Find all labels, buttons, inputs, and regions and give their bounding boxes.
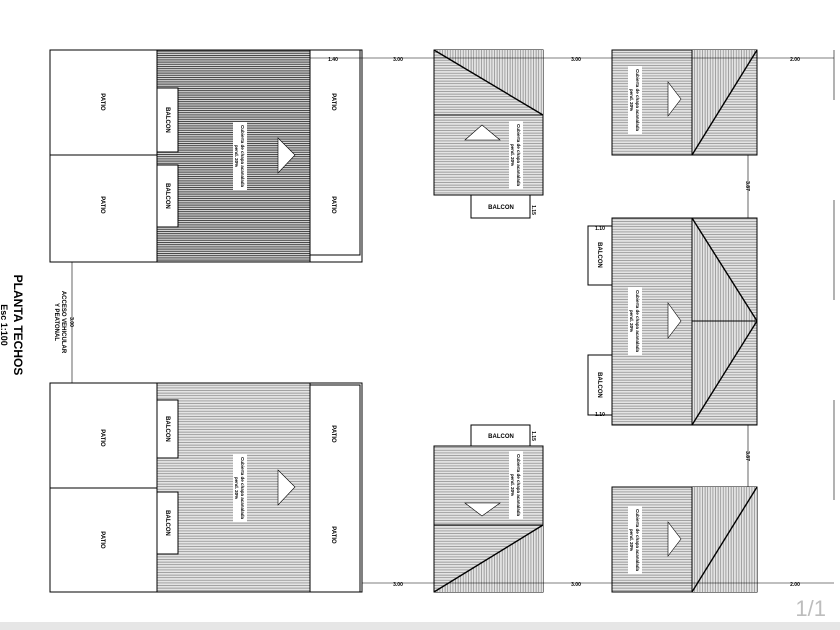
house-middle-top [433, 49, 544, 219]
svg-text:Cubierta de chapa acanalada: Cubierta de chapa acanalada [516, 124, 521, 187]
svg-text:pend. 20%: pend. 20% [234, 145, 239, 167]
svg-text:Cubierta de chapa acanalada: Cubierta de chapa acanalada [516, 454, 521, 517]
dimension-lines [71, 50, 835, 584]
svg-text:Cubierta de chapa acanalada: Cubierta de chapa acanalada [240, 457, 245, 520]
svg-text:Y PEATONAL: Y PEATONAL [53, 303, 59, 341]
svg-text:BALCON: BALCON [164, 416, 170, 442]
svg-text:pend. 20%: pend. 20% [629, 529, 634, 551]
svg-text:3.00: 3.00 [393, 582, 403, 588]
svg-text:PATIO: PATIO [99, 429, 105, 447]
svg-text:3.00: 3.00 [68, 317, 74, 327]
svg-text:pend. 20%: pend. 20% [629, 310, 634, 332]
svg-text:pend. 20%: pend. 20% [234, 477, 239, 499]
svg-text:Esc 1:100: Esc 1:100 [0, 304, 9, 346]
svg-text:3.00: 3.00 [571, 57, 581, 63]
svg-text:PATIO: PATIO [330, 196, 336, 214]
svg-text:PATIO: PATIO [99, 93, 105, 111]
access-label: 3.00 ACCESO VEHICULAR Y PEATONAL [53, 291, 74, 354]
svg-text:BALCON: BALCON [164, 107, 170, 133]
svg-text:Cubierta de chapa acanalada: Cubierta de chapa acanalada [635, 509, 640, 572]
svg-text:3.87: 3.87 [744, 451, 750, 461]
svg-text:ACCESO VEHICULAR: ACCESO VEHICULAR [60, 291, 66, 354]
house-right-middle [587, 217, 758, 426]
drawing-title: PLANTA TECHOS Esc 1:100 [0, 275, 25, 376]
svg-text:Cubierta de chapa acanalada: Cubierta de chapa acanalada [635, 290, 640, 353]
house-middle-bottom [433, 424, 544, 593]
svg-text:3.00: 3.00 [393, 57, 403, 63]
svg-text:PATIO: PATIO [330, 425, 336, 443]
svg-text:BALCON: BALCON [596, 242, 602, 268]
dimension-labels: 1.40 3.00 3.00 2.00 3.00 3.00 2.00 3.87 … [328, 57, 800, 588]
svg-text:pend. 20%: pend. 20% [510, 474, 515, 496]
svg-text:BALCON: BALCON [488, 434, 514, 440]
svg-text:BALCON: BALCON [596, 372, 602, 398]
svg-text:PATIO: PATIO [330, 93, 336, 111]
svg-text:BALCON: BALCON [164, 183, 170, 209]
house-bottom-left [49, 382, 363, 593]
svg-text:Cubierta de chapa acanalada: Cubierta de chapa acanalada [635, 69, 640, 132]
svg-text:2.00: 2.00 [790, 582, 800, 588]
svg-text:1.15: 1.15 [530, 205, 536, 215]
svg-text:BALCON: BALCON [488, 205, 514, 211]
svg-text:1.10: 1.10 [595, 412, 605, 418]
svg-text:PATIO: PATIO [99, 531, 105, 549]
svg-text:1.10: 1.10 [595, 226, 605, 232]
viewer-bottom-bar [0, 622, 840, 630]
svg-text:pend. 20%: pend. 20% [510, 144, 515, 166]
page-indicator: 1/1 [795, 596, 826, 621]
svg-text:3.87: 3.87 [744, 181, 750, 191]
svg-text:pend. 20%: pend. 20% [629, 89, 634, 111]
svg-text:PATIO: PATIO [330, 526, 336, 544]
svg-text:2.00: 2.00 [790, 57, 800, 63]
svg-text:PATIO: PATIO [99, 196, 105, 214]
house-top-left [49, 49, 363, 263]
balcon-labels: BALCON BALCON BALCON BALCON BALCON BALCO… [164, 107, 602, 536]
svg-text:3.00: 3.00 [571, 582, 581, 588]
svg-text:BALCON: BALCON [164, 510, 170, 536]
svg-text:1.40: 1.40 [328, 57, 338, 63]
svg-text:Cubierta de chapa acanalada: Cubierta de chapa acanalada [240, 125, 245, 188]
svg-text:PLANTA TECHOS: PLANTA TECHOS [11, 275, 25, 376]
svg-text:1.15: 1.15 [530, 431, 536, 441]
patio-labels: PATIO PATIO PATIO PATIO PATIO PATIO PATI… [99, 93, 336, 549]
